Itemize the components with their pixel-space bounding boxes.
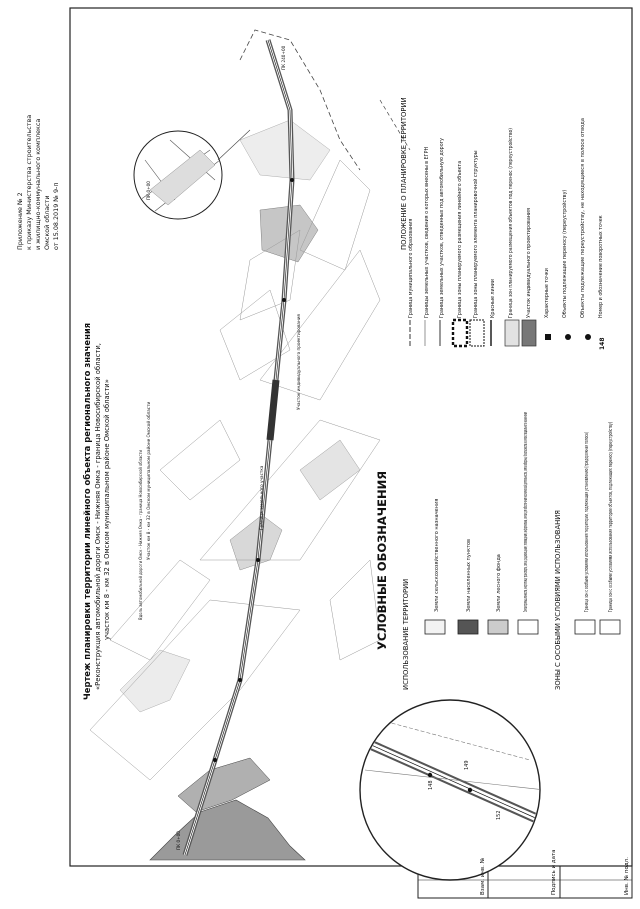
legend-plan-swatches — [409, 318, 537, 348]
stamp-replace-inv: Взам. инв. № — [480, 857, 486, 895]
legend-plan-item-2: Границы земельных участков, сведения о к… — [424, 147, 430, 318]
legend-use-title: ИСПОЛЬЗОВАНИЕ ТЕРРИТОРИИ — [402, 579, 410, 690]
legend-plan-item-6: Красные линии — [490, 279, 496, 318]
legend-point-number: 148 — [599, 337, 606, 350]
map-subtitle-1: «Реконструкция автомобильной дороги Омск… — [94, 343, 102, 690]
annex-line3: и жилищно-коммунального комплекса — [34, 119, 42, 250]
legend-use-item-1: Земли сельскохозяйственного назначения — [433, 499, 440, 612]
municipal-boundary — [239, 29, 361, 171]
legend-plan-item-4: Граница зоны планируемого размещения лин… — [456, 161, 463, 318]
map-label-pk-end: ПК 240+00 — [281, 45, 286, 70]
inset-bottom-label-2: 149 — [464, 760, 470, 770]
legend-use-swatches — [424, 619, 539, 635]
legend-zones-item-2: Граница зон с особыми условиями использо… — [607, 422, 614, 612]
legend-plan-item-8: Участок индивидуального проектирования — [526, 208, 532, 318]
inset-circle-bottom — [359, 699, 541, 881]
annex-line2: к приказу Министерства строительства — [25, 115, 33, 250]
annex-line4: Омской области — [43, 195, 51, 250]
stamp-frame — [417, 865, 633, 899]
legend-zones-item-1: Граница зон с особыми условиями использо… — [584, 432, 590, 612]
legend-point-item-2: Объекты подлежащие переносу (переустройс… — [561, 190, 568, 318]
legend-plan-item-5: Граница зоны планируемого элемента плани… — [472, 150, 479, 318]
map-label-road: Вдоль автомобильной дороги Омск - Нижняя… — [138, 450, 143, 620]
inset-top-label: ПК 0+00 — [146, 181, 151, 200]
legend-heading: УСЛОВНЫЕ ОБОЗНАЧЕНИЯ — [375, 471, 389, 650]
forest-area — [229, 514, 283, 571]
map-title: Чертеж планировки территории линейного о… — [82, 323, 92, 700]
legend-use-item-3: Земли лесного фонда — [496, 554, 502, 612]
legend-point-item-1: Характерные точки — [544, 268, 550, 318]
legend-use-item-2: Земли населенных пунктов — [466, 539, 472, 612]
legend-zone-swatches — [574, 619, 621, 635]
legend-plan-item-1: Граница муниципального образования — [408, 219, 414, 318]
forest-area-2 — [299, 439, 361, 501]
parcel-outlines — [89, 159, 381, 781]
stamp-inv-podl: Инв. № подл. — [624, 857, 630, 895]
legend-point-item-4: Номер и обозначение поворотных точек — [598, 215, 604, 318]
settlement-area — [149, 799, 306, 861]
legend-plan-item-3: Граница земельных участков, отведенных п… — [439, 138, 445, 318]
legend-point-item-3: Объекты подлежащие переустройству, не на… — [579, 118, 586, 318]
road-points — [213, 178, 294, 762]
annex-line1: Приложение № 2 — [16, 192, 24, 250]
legend-plan-title: ПОЛОЖЕНИЕ О ПЛАНИРОВКЕ ТЕРРИТОРИИ — [400, 97, 408, 250]
map-label-pk-start: ПК 0+00 — [176, 831, 181, 850]
sheet-frame — [69, 7, 633, 867]
inset-bottom-label-3: 152 — [496, 810, 502, 820]
map-label-section: Участок км 8 - км 32 в Омском муниципаль… — [146, 401, 151, 560]
map-label-parcel: Граница земельного участка — [259, 465, 264, 530]
map-label-individual: Участок индивидуального проектирования — [296, 314, 301, 410]
individual-design-segment — [266, 379, 280, 441]
legend-plan-item-7: Граница зон планируемого размещения объе… — [507, 128, 514, 318]
map-subtitle-2: участок км 8 - км 32 в Омском муниципаль… — [103, 379, 111, 640]
legend-zones-title: ЗОНЫ С ОСОБЫМИ УСЛОВИЯМИ ИСПОЛЬЗОВАНИЯ — [554, 510, 562, 690]
annex-line5: от 15.08.2019 № 9-п — [52, 182, 60, 250]
stamp-signature-date: Подпись и дата — [551, 849, 557, 895]
legend-use-item-4: Земли промышленности, энергетики, трансп… — [522, 412, 529, 612]
inset-bottom-label-1: 148 — [428, 780, 434, 790]
legend-point-symbols — [545, 334, 591, 340]
